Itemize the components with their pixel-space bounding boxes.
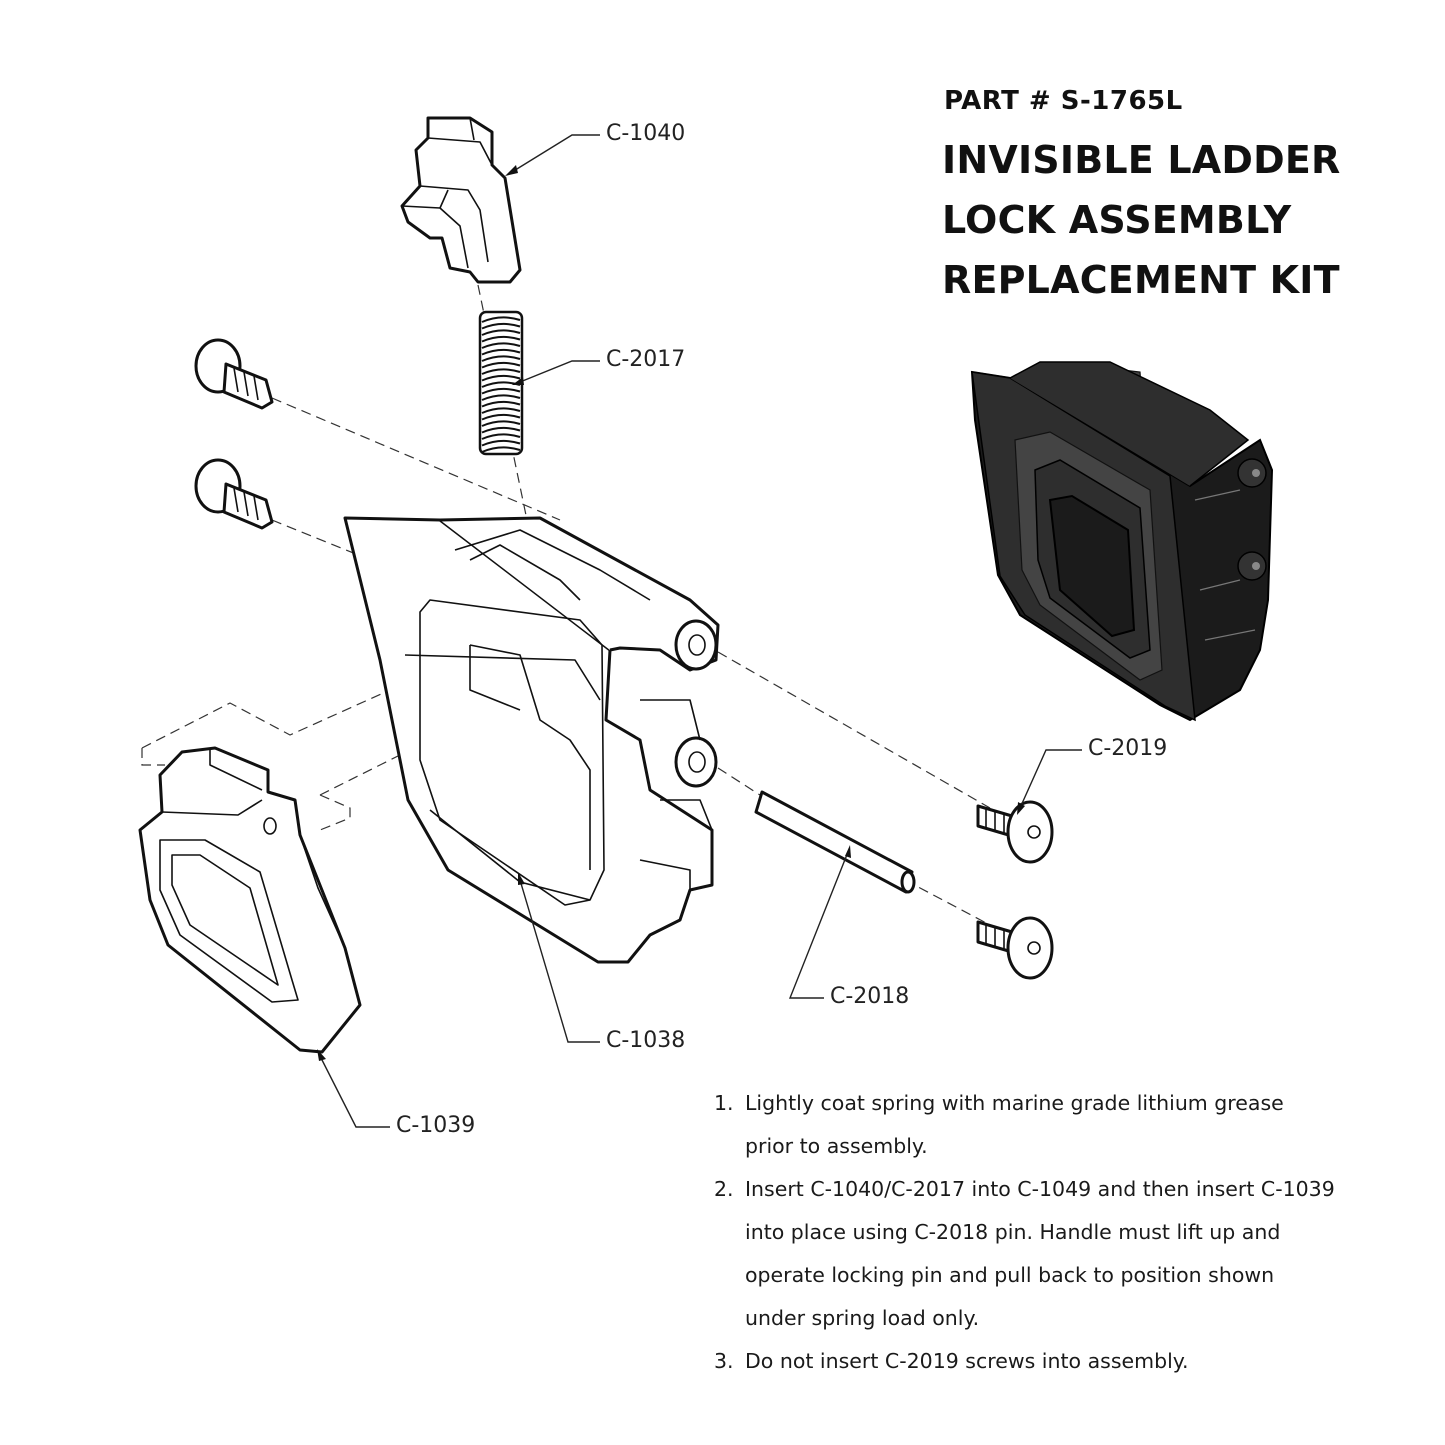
title-line-3: REPLACEMENT KIT [942, 258, 1340, 302]
instruction-step-2: 2. Insert C-1040/C-2017 into C-1049 and … [714, 1168, 1414, 1340]
pin-part-c2018 [754, 790, 916, 894]
spring-coil [481, 394, 521, 401]
step-number: 3. [714, 1349, 734, 1373]
spring-coil [481, 316, 521, 323]
spring-coil [481, 413, 521, 421]
spring-coil [481, 342, 521, 349]
leader-lines [317, 134, 1082, 1128]
screw-right-lower [976, 916, 1054, 980]
instruction-step-1: 1. Lightly coat spring with marine grade… [714, 1082, 1414, 1168]
callout-c1038: C-1038 [606, 1028, 686, 1053]
step-line: into place using C-2018 pin. Handle must… [745, 1220, 1281, 1244]
spring-coil [481, 439, 521, 447]
screw-left-upper [194, 338, 274, 410]
part-number: PART # S-1765L [944, 86, 1183, 116]
step-number: 2. [714, 1177, 734, 1201]
step-line: Do not insert C-2019 screws into assembl… [745, 1349, 1189, 1373]
spring-coil [481, 361, 521, 369]
callout-c1039: C-1039 [396, 1113, 476, 1138]
title-line-1: INVISIBLE LADDER [942, 138, 1341, 182]
handle-part-c1039 [138, 746, 362, 1054]
spring-coil [481, 426, 521, 434]
spring-coil [481, 420, 521, 427]
housing-part-c1038 [343, 516, 720, 964]
assembly-instructions: 1. Lightly coat spring with marine grade… [714, 1082, 1414, 1383]
title-line-2: LOCK ASSEMBLY [942, 198, 1292, 242]
screw-right-upper [976, 800, 1054, 864]
instruction-step-3: 3. Do not insert C-2019 screws into asse… [714, 1340, 1414, 1383]
spring-coil [481, 322, 521, 330]
callout-c1040: C-1040 [606, 121, 686, 146]
callout-c2017: C-2017 [606, 347, 686, 372]
step-line: operate locking pin and pull back to pos… [745, 1263, 1275, 1287]
spring-coil [481, 335, 521, 343]
spring-coil [481, 400, 521, 408]
spring-coil [481, 387, 521, 395]
spring-coil [481, 348, 521, 356]
screw-left-lower [194, 458, 274, 530]
assembled-lock-rendering [970, 361, 1274, 722]
latch-part-c1040 [400, 116, 522, 284]
spring-coil [481, 446, 521, 453]
step-number: 1. [714, 1091, 734, 1115]
spring-coil [481, 355, 521, 362]
spring-coil [481, 407, 521, 414]
step-line: Insert C-1040/C-2017 into C-1049 and the… [745, 1177, 1335, 1201]
callout-c2018: C-2018 [830, 984, 910, 1009]
spring-coil [481, 368, 521, 375]
callout-c2019: C-2019 [1088, 736, 1168, 761]
spring-coil [481, 374, 521, 382]
step-line: Lightly coat spring with marine grade li… [745, 1091, 1284, 1115]
step-line: under spring load only. [745, 1306, 980, 1330]
step-line: prior to assembly. [745, 1134, 928, 1158]
spring-coil [481, 329, 521, 336]
spring-coil [481, 433, 521, 440]
